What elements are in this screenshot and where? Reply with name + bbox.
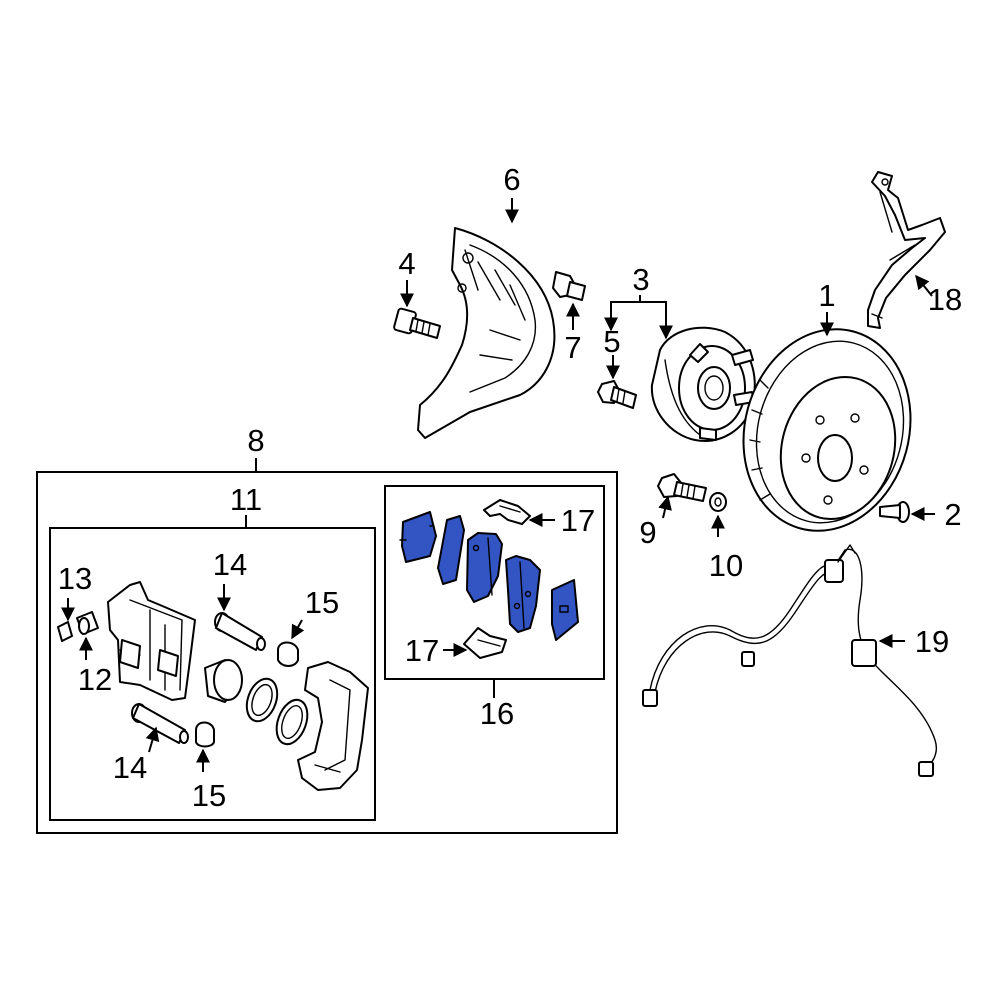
callout-labels: 6 4 7 3 5 1 18 2 9 10 8 11 13 12 14 15 1… [58, 162, 962, 813]
pad-clip-lower[interactable] [463, 627, 507, 659]
callout-15-upper: 15 [305, 585, 339, 620]
callout-13: 13 [58, 561, 92, 596]
callout-6: 6 [503, 162, 520, 197]
callout-17-lower: 17 [405, 633, 439, 668]
dust-boot[interactable] [271, 696, 313, 749]
callout-9: 9 [639, 515, 656, 550]
hub-bolt-upper[interactable] [552, 271, 586, 301]
guide-pin-upper[interactable] [214, 612, 266, 651]
caliper-body[interactable] [107, 581, 196, 701]
callout-12: 12 [78, 662, 112, 697]
callout-14-upper: 14 [213, 547, 247, 582]
pad-outer-backing[interactable] [437, 515, 465, 585]
callout-2: 2 [944, 497, 961, 532]
callout-4: 4 [398, 246, 415, 281]
pin-boot-lower[interactable] [195, 721, 215, 748]
callout-5: 5 [603, 324, 620, 359]
wheel-hub[interactable] [650, 326, 756, 442]
caliper-bolt[interactable] [657, 473, 707, 502]
brake-pad-set[interactable] [399, 511, 579, 641]
caliper-piston[interactable] [204, 659, 243, 703]
bleeder-cap[interactable] [57, 621, 73, 642]
callout-1: 1 [818, 278, 835, 313]
rotor-screw[interactable] [879, 501, 910, 523]
caliper-assembly-box [36, 471, 618, 834]
callout-18: 18 [928, 282, 962, 317]
abs-sensor-harness[interactable] [642, 544, 937, 777]
callout-14-lower: 14 [113, 750, 147, 785]
callout-15-lower: 15 [192, 778, 226, 813]
leader-lines [61, 198, 935, 772]
bleeder-screw[interactable] [76, 611, 99, 635]
piston-seal[interactable] [241, 675, 282, 726]
caliper-carrier[interactable] [297, 661, 369, 791]
pin-boot-upper[interactable] [277, 641, 299, 667]
caliper-subassembly-box [49, 527, 376, 821]
callout-17-upper: 17 [561, 503, 595, 538]
brake-hose-bracket[interactable] [867, 171, 946, 329]
pad-clip-upper[interactable] [483, 499, 531, 525]
callout-19: 19 [915, 624, 949, 659]
pad-inner[interactable] [505, 555, 541, 633]
dust-shield[interactable] [417, 227, 556, 439]
callout-10: 10 [709, 548, 743, 583]
callout-8: 8 [247, 423, 264, 458]
guide-pin-lower[interactable] [131, 703, 189, 744]
callout-16: 16 [480, 696, 514, 731]
pad-outer-shim[interactable] [399, 511, 437, 563]
brake-rotor[interactable] [721, 310, 932, 549]
pad-inner-shim[interactable] [551, 579, 579, 641]
callout-7: 7 [564, 330, 581, 365]
shield-bolt[interactable] [393, 307, 441, 339]
callout-11: 11 [230, 482, 262, 517]
pad-outer[interactable] [466, 532, 503, 603]
hub-bolt-lower[interactable] [597, 380, 637, 409]
washer[interactable] [709, 492, 727, 512]
callout-3: 3 [632, 262, 649, 297]
